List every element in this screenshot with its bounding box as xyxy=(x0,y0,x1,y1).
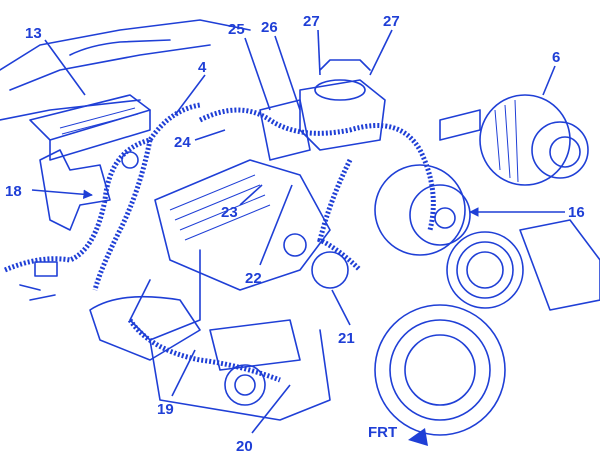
ac-compressor xyxy=(374,164,471,256)
label-23: 23 xyxy=(221,204,238,221)
label-25: 25 xyxy=(228,21,245,38)
leader-lines xyxy=(31,29,565,434)
label-20: 20 xyxy=(236,438,253,455)
label-24: 24 xyxy=(174,134,191,151)
pulleys xyxy=(374,219,600,436)
control-module xyxy=(29,94,151,161)
wire-harness-bottom xyxy=(127,318,281,383)
front-arrow-icon xyxy=(408,428,428,446)
label-27-left: 27 xyxy=(303,13,320,30)
label-27-right: 27 xyxy=(383,13,400,30)
wire-harness-left-2 xyxy=(92,139,153,291)
engine-block xyxy=(89,159,349,421)
wire-harness-left xyxy=(4,102,201,273)
label-19: 19 xyxy=(157,401,174,418)
front-indicator: FRT xyxy=(368,424,428,446)
label-21: 21 xyxy=(338,330,355,347)
label-18: 18 xyxy=(5,183,22,200)
wire-harness-mid xyxy=(317,158,362,272)
label-26: 26 xyxy=(261,19,278,36)
fender-outline xyxy=(0,19,251,121)
label-6: 6 xyxy=(552,49,560,66)
alternator xyxy=(439,94,589,186)
wire-harness-top xyxy=(198,107,436,231)
label-22: 22 xyxy=(245,270,262,287)
label-13: 13 xyxy=(25,25,42,42)
label-16: 16 xyxy=(568,204,585,221)
throttle-body xyxy=(259,59,386,161)
left-bracket xyxy=(19,149,139,301)
connector xyxy=(34,261,58,277)
label-4: 4 xyxy=(198,59,207,76)
front-label: FRT xyxy=(368,424,397,441)
